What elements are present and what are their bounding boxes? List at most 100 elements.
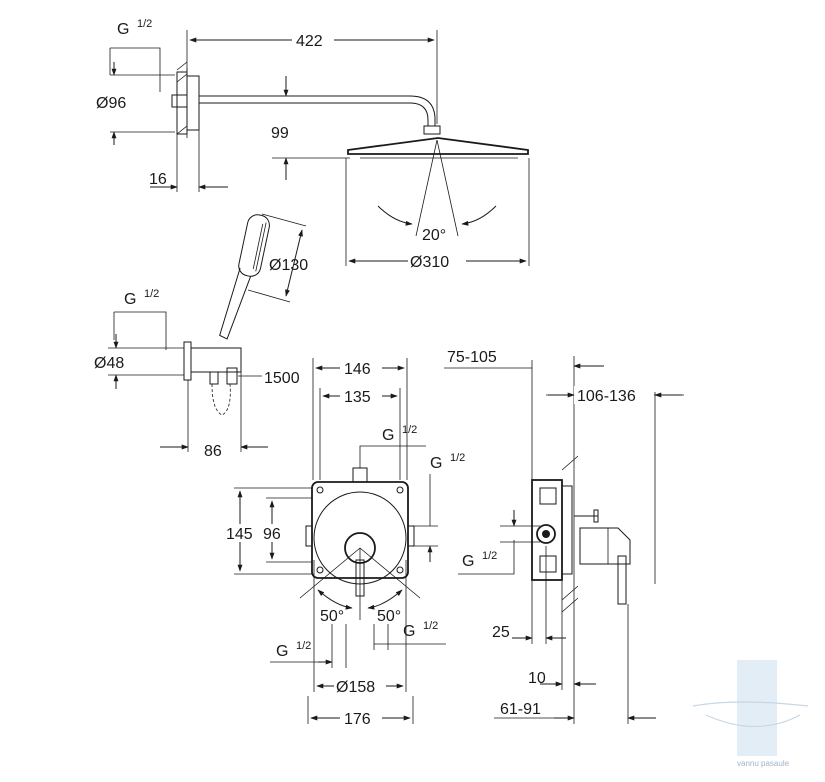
mixer-top-thread-g: G xyxy=(382,427,394,444)
mixer-bottom-thread-right-g: G xyxy=(403,623,415,640)
mixer-side-view: 75-105 106-136 G 1/2 25 10 xyxy=(444,349,684,724)
overhead-thread-stub xyxy=(171,94,188,108)
side-box-part xyxy=(539,487,557,505)
tilt-arc-right xyxy=(461,205,497,226)
mixer-bottom-thread-right-sup: 1/2 xyxy=(423,620,438,632)
hand-hose-length: 1500 xyxy=(264,370,300,387)
hand-shower-head-dia: Ø130 xyxy=(269,257,308,274)
mixer-right-thread-g: G xyxy=(430,455,442,472)
side-stem-cap xyxy=(593,509,599,523)
overhead-thread-leader xyxy=(110,47,161,92)
dim-130-ext-bottom xyxy=(247,289,291,303)
side-valve-cartridge xyxy=(536,524,556,544)
side-valve-core xyxy=(542,530,550,538)
overhead-arm-top xyxy=(199,95,436,126)
watermark-curve xyxy=(705,714,801,727)
side-thread-g: G xyxy=(462,553,474,570)
overhead-arm-length: 422 xyxy=(296,33,323,50)
overhead-drop: 99 xyxy=(271,125,289,142)
mixer-top-thread-leader xyxy=(359,445,426,468)
tilt-arc-left xyxy=(377,205,413,226)
angle-arc-left xyxy=(317,589,353,610)
mixer-angle-left: 50° xyxy=(320,608,344,625)
watermark-text: vannu pasaule xyxy=(737,759,790,768)
hand-outlet-dia: Ø48 xyxy=(94,355,124,372)
mixer-width-inner: 135 xyxy=(344,389,371,406)
side-thread-sup: 1/2 xyxy=(482,550,497,562)
side-install-depth: 61-91 xyxy=(500,701,541,718)
hose-connector xyxy=(209,371,219,385)
watermark-logo: vannu pasaule xyxy=(692,660,809,768)
mixer-angle-right: 50° xyxy=(377,608,401,625)
dim-130-ext-top xyxy=(261,213,307,227)
dim-310-bg xyxy=(408,251,466,269)
dim-130-line xyxy=(285,229,303,297)
wall-hatch xyxy=(176,61,188,71)
overhead-shower-head xyxy=(347,137,529,155)
dim-176-bg xyxy=(340,708,382,726)
dim-146-bg xyxy=(340,358,382,376)
wall-hatch xyxy=(176,125,188,135)
side-thread-leader xyxy=(458,540,515,575)
watermark-column xyxy=(737,660,777,756)
side-lever xyxy=(617,555,627,605)
overhead-thread-g: G xyxy=(117,21,129,38)
mixer-right-thread-sup: 1/2 xyxy=(450,452,465,464)
angle-line-left xyxy=(299,547,361,599)
overhead-escutcheon xyxy=(186,75,200,131)
side-depth-range: 75-105 xyxy=(447,349,497,366)
left-inlet xyxy=(305,525,313,547)
hand-projection: 86 xyxy=(204,443,222,460)
top-inlet xyxy=(352,467,368,483)
hose-loop xyxy=(211,383,231,416)
hand-shower-head xyxy=(219,214,270,340)
right-inlet xyxy=(407,525,415,547)
mixer-width-outer: 146 xyxy=(344,361,371,378)
overhead-thread-sup: 1/2 xyxy=(137,18,152,30)
mixer-height-inner: 96 xyxy=(263,526,281,543)
mixer-bottom-thread-left-g: G xyxy=(276,643,288,660)
tilt-line-left xyxy=(415,139,438,237)
overhead-tilt: 20° xyxy=(422,227,446,244)
hand-shower-view: Ø130 G 1/2 Ø48 1500 86 xyxy=(94,213,308,460)
side-rosette xyxy=(579,527,631,565)
side-install-box xyxy=(531,479,563,581)
screw-hole xyxy=(396,486,404,494)
hand-thread-sup: 1/2 xyxy=(144,288,159,300)
angle-line-right xyxy=(359,547,421,599)
mixer-bottom-thread-left-sup: 1/2 xyxy=(296,640,311,652)
screw-hole xyxy=(316,486,324,494)
wall-hatch xyxy=(561,585,579,601)
dim-422-bg xyxy=(292,30,334,48)
tilt-line-right xyxy=(436,139,459,237)
angle-arc-right xyxy=(367,589,403,610)
wall-hatch xyxy=(561,455,579,471)
side-box-part xyxy=(539,555,557,573)
overhead-flange-dia: Ø96 xyxy=(96,95,126,112)
mixer-height-outer: 145 xyxy=(226,526,253,543)
dim-145-bg xyxy=(224,524,258,542)
side-lever-range: 106-136 xyxy=(577,388,636,405)
side-dim-10: 10 xyxy=(528,670,546,687)
side-box-frame xyxy=(561,485,573,575)
hand-outlet-flange xyxy=(183,341,192,381)
wall-hatch xyxy=(176,73,188,83)
hand-thread-leader xyxy=(114,311,167,350)
dim-106-136-bg xyxy=(574,386,654,404)
screw-hole xyxy=(396,566,404,574)
watermark-curve xyxy=(692,701,809,707)
dim-96-bg xyxy=(260,524,290,542)
wall-hatch xyxy=(561,597,579,613)
dim-158-bg xyxy=(334,676,386,694)
hand-thread-g: G xyxy=(124,291,136,308)
screw-hole xyxy=(316,566,324,574)
mixer-rosette-dia: Ø158 xyxy=(336,679,375,696)
overhead-head-joint xyxy=(423,125,441,135)
mixer-top-thread-sup: 1/2 xyxy=(402,424,417,436)
overhead-wall-offset: 16 xyxy=(149,171,167,188)
side-dim-25: 25 xyxy=(492,624,510,641)
overhead-arm-bottom xyxy=(199,102,429,126)
dim-135-bg xyxy=(340,386,382,404)
mixer-front-view: 146 135 G 1/2 G 1/2 145 xyxy=(224,358,465,728)
